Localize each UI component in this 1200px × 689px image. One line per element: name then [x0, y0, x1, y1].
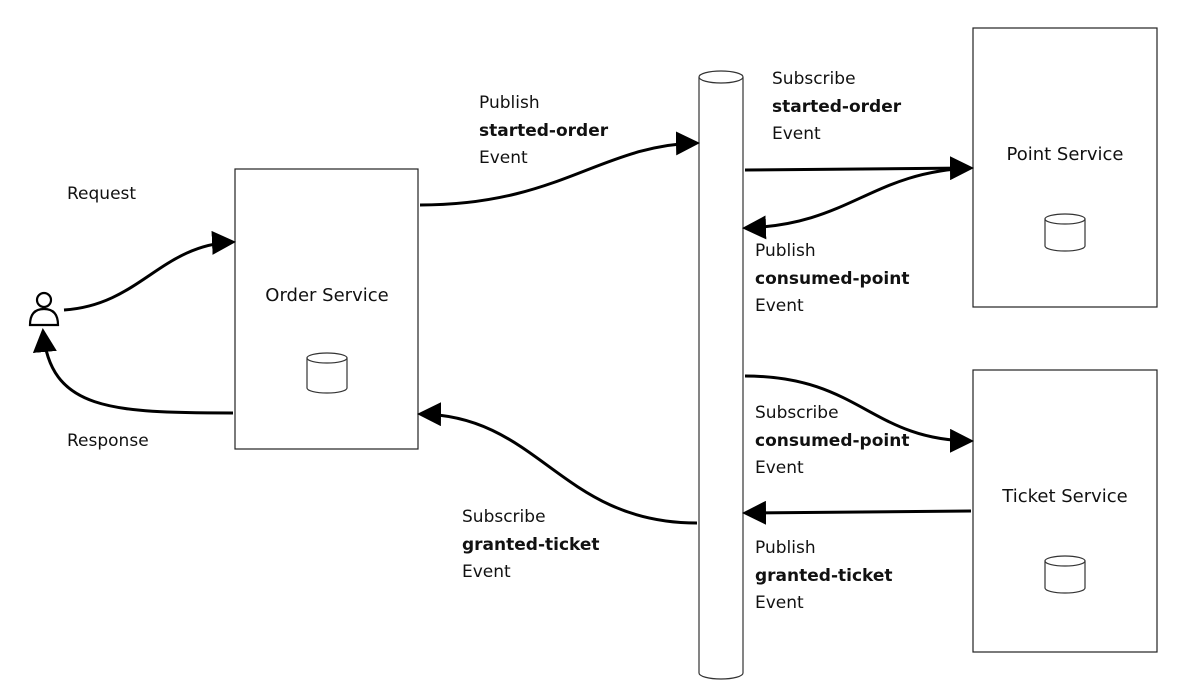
- flow-verb: Subscribe: [755, 403, 839, 423]
- subscribe-started-order-arrow: [744, 156, 974, 181]
- order-service-box[interactable]: [234, 168, 419, 450]
- point-publish-label: Publish consumed-point Event: [755, 241, 909, 316]
- flow-event-name: granted-ticket: [755, 566, 893, 586]
- event-bus-top: [698, 70, 744, 84]
- order-service[interactable]: Order Service: [234, 168, 419, 450]
- flow-verb: Publish: [755, 538, 816, 558]
- flow-suffix: Event: [479, 148, 528, 168]
- ticket-service-title: Ticket Service: [1001, 486, 1128, 507]
- flow-suffix: Event: [755, 593, 804, 613]
- request-arrow: [63, 230, 236, 312]
- flow-event-name: consumed-point: [755, 431, 909, 451]
- subscribe-consumed-point-arrow: [744, 374, 974, 453]
- flow-event-name: started-order: [479, 121, 609, 141]
- ticket-service-box[interactable]: [972, 369, 1158, 653]
- database-icon: [1044, 555, 1086, 594]
- flow-verb: Subscribe: [772, 69, 856, 89]
- order-publish-label: Publish started-order Event: [479, 93, 609, 168]
- flow-event-name: started-order: [772, 97, 902, 117]
- response-label: Response: [67, 431, 149, 451]
- ticket-subscribe-label: Subscribe consumed-point Event: [755, 403, 909, 478]
- order-service-title: Order Service: [265, 285, 388, 306]
- publish-granted-ticket-arrow: [742, 500, 972, 525]
- flow-suffix: Event: [462, 562, 511, 582]
- subscribe-granted-ticket-arrow: [417, 402, 698, 525]
- point-subscribe-label: Subscribe started-order Event: [772, 69, 902, 144]
- flow-suffix: Event: [755, 296, 804, 316]
- order-subscribe-label: Subscribe granted-ticket Event: [462, 507, 600, 582]
- ticket-publish-label: Publish granted-ticket Event: [755, 538, 893, 613]
- flow-event-name: consumed-point: [755, 269, 909, 289]
- flow-event-name: granted-ticket: [462, 535, 600, 555]
- publish-started-order-arrow: [419, 131, 700, 207]
- database-icon: [1044, 213, 1086, 252]
- response-arrow: [32, 328, 234, 415]
- flow-suffix: Event: [772, 124, 821, 144]
- flow-verb: Publish: [755, 241, 816, 261]
- point-service-title: Point Service: [1007, 144, 1124, 165]
- request-label: Request: [67, 184, 136, 204]
- point-service[interactable]: Point Service: [972, 27, 1158, 308]
- flow-suffix: Event: [755, 458, 804, 478]
- database-icon: [306, 352, 348, 394]
- flow-verb: Subscribe: [462, 507, 546, 527]
- event-bus: [698, 70, 744, 680]
- flow-verb: Publish: [479, 93, 540, 113]
- point-service-box[interactable]: [972, 27, 1158, 308]
- event-bus-body: [698, 77, 744, 680]
- ticket-service[interactable]: Ticket Service: [972, 369, 1158, 653]
- user-icon: [28, 291, 60, 327]
- publish-consumed-point-arrow: [742, 166, 972, 240]
